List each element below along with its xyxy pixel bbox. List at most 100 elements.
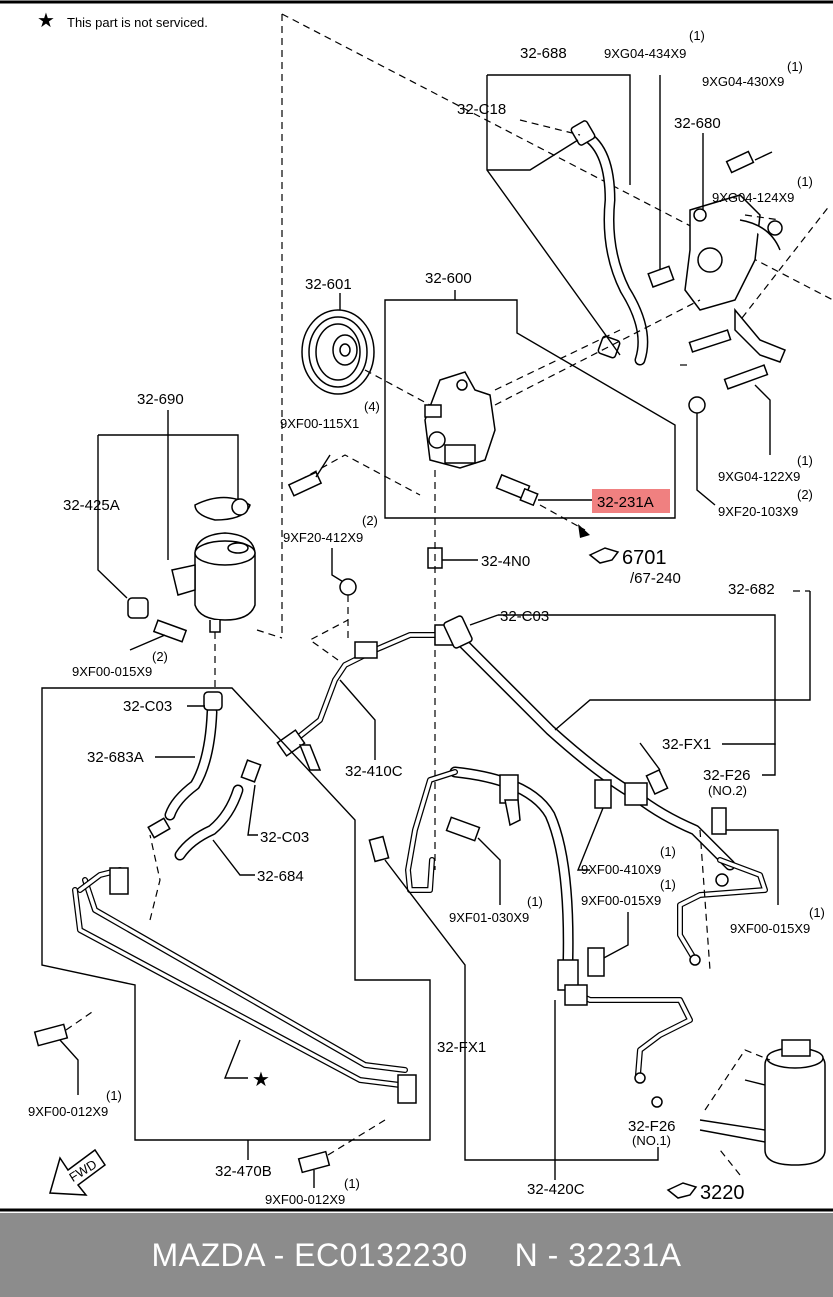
dashed-gear [704, 1049, 771, 1111]
qty-9xf01-030x9: (1) [527, 894, 543, 909]
label-32-fx1-b: 32-FX1 [437, 1039, 486, 1056]
label-32-420c: 32-420C [527, 1181, 585, 1198]
qty-9xf20-412x9: (2) [362, 513, 378, 528]
star-symbol: ★ [37, 10, 55, 32]
note-text: This part is not serviced. [67, 15, 208, 30]
dashed-pulley-pump [364, 369, 431, 406]
leader-9xf00-015x9-a [129, 634, 166, 651]
hose-32-683a [147, 691, 223, 839]
label-9xg04-124x9: 9XG04-124X9 [712, 190, 794, 205]
qty-9xf00-015x9-b: (1) [660, 877, 676, 892]
not-serviced-note: ★ This part is not serviced. [37, 10, 208, 32]
bolt-9xg04-430x9 [725, 150, 755, 174]
label-32-601: 32-601 [305, 276, 352, 293]
label-9xf01-030x9: 9XF01-030X9 [449, 910, 529, 925]
bolt-9xf00-012x9-b [297, 1150, 331, 1174]
bolt-9xf00-012x9-a [33, 1023, 69, 1047]
hose-32-684 [174, 759, 262, 861]
leader-32-682 [554, 591, 811, 731]
dashed-cooler [149, 834, 161, 921]
label-32-425a: 32-425A [63, 497, 120, 514]
label-no1: (NO.1) [632, 1133, 671, 1148]
label-9xf00-015x9-c: 9XF00-015X9 [730, 921, 810, 936]
leader-32-c18 [519, 119, 581, 136]
stud-9xg04-122x9 [723, 364, 769, 390]
qty-9xf20-103x9: (2) [797, 487, 813, 502]
qty-9xg04-434x9: (1) [689, 28, 705, 43]
label-32-470b: 32-470B [215, 1163, 272, 1180]
dashed-bolt-012a [65, 1009, 96, 1031]
dashed-ref-3220 [719, 1149, 741, 1176]
bolt-9xg04-434x9 [647, 265, 675, 288]
part-number-text: MAZDA - EC0132230 N - 32231A [151, 1237, 682, 1273]
qty-9xf00-115x1: (4) [364, 399, 380, 414]
bolt-9xf00-115x1 [287, 471, 323, 497]
leader-32-c03-a-b [469, 614, 499, 626]
leader-32-410c [339, 679, 376, 760]
steering-gear-3220 [699, 1039, 826, 1166]
label-9xf20-103x9: 9XF20-103X9 [718, 504, 798, 519]
bolt-9xf00-410x9 [594, 779, 612, 809]
bolt-9xf00-015x9-b [587, 947, 605, 977]
leader-32-fx1-a [639, 742, 661, 771]
label-9xf00-410x9: 9XF00-410X9 [581, 862, 661, 877]
leader-9xf00-115x1 [315, 454, 331, 478]
qty-9xf00-012x9-b: (1) [344, 1176, 360, 1191]
part-number-footer: MAZDA - EC0132230 N - 32231A [0, 1213, 833, 1297]
dashed-bolt-115 [299, 454, 421, 496]
label-32-680: 32-680 [674, 115, 721, 132]
dashed-bolt-012b [327, 1119, 386, 1156]
qty-9xf00-015x9-c: (1) [809, 905, 825, 920]
dashed-pump-bracket [494, 299, 701, 406]
qty-9xf00-410x9: (1) [660, 844, 676, 859]
leader-9xf01-030x9 [477, 837, 501, 905]
label-9xg04-430x9: 9XG04-430X9 [702, 74, 784, 89]
leader-32-c03-a [498, 614, 776, 745]
reservoir-32-690 [171, 496, 256, 633]
pressure-line-32-420c [405, 766, 693, 1108]
ref-67-240: /67-240 [630, 570, 681, 587]
insulator-32-425a [127, 597, 149, 619]
label-9xf00-012x9-b: 9XF00-012X9 [265, 1192, 345, 1207]
label-9xf00-015x9-a: 9XF00-015X9 [72, 664, 152, 679]
pump-group-box [384, 299, 676, 519]
label-32-684: 32-684 [257, 868, 304, 885]
label-32-fx1-a: 32-FX1 [662, 736, 711, 753]
forward-arrow-icon: FWD [49, 1148, 107, 1196]
label-32-f26-b: 32-F26 [628, 1118, 676, 1135]
ref-6701: 6701 [622, 547, 667, 569]
qty-9xg04-122x9: (1) [797, 453, 813, 468]
label-9xg04-122x9: 9XG04-122X9 [718, 469, 800, 484]
label-32-231a: 32-231A [597, 494, 654, 511]
fitting-32-fx1-a [645, 768, 669, 796]
nut-9xf20-412x9 [339, 578, 357, 596]
leader-32-688-left [486, 75, 621, 356]
label-9xf00-115x1: 9XF00-115X1 [280, 416, 359, 431]
highlight-32-231a [592, 489, 670, 513]
leader-32-fx1-b [384, 859, 659, 1161]
label-32-4n0: 32-4N0 [481, 553, 530, 570]
label-32-c03-b: 32-C03 [123, 698, 172, 715]
qty-9xf00-015x9-a: (2) [152, 649, 168, 664]
bolt-9xf00-015x9-c [711, 807, 727, 835]
leader-32-425a-a [97, 435, 128, 599]
stud-9xg04-122x9-a [688, 329, 732, 353]
sensor-32-231a [495, 473, 539, 507]
leader-32-690-a [98, 434, 239, 500]
label-no2: (NO.2) [708, 783, 747, 798]
hose-32-682 [443, 615, 736, 871]
dashed-guide-res [256, 629, 283, 639]
star-marker: ★ [252, 1069, 270, 1091]
power-steering-parts-diagram: ★ This part is not serviced. 32-688 32-C… [0, 0, 833, 1212]
leader-9xf00-015x9-b [599, 912, 629, 961]
dashed-410c [308, 619, 349, 661]
label-9xf00-012x9-a: 9XF00-012X9 [28, 1104, 108, 1119]
leader-9xf20-103x9 [696, 413, 716, 506]
qty-9xf00-012x9-a: (1) [106, 1088, 122, 1103]
pump-32-600 [424, 371, 496, 469]
leader-32-684 [212, 839, 255, 876]
ref-3220: 3220 [700, 1182, 745, 1204]
label-32-c03-c: 32-C03 [260, 829, 309, 846]
label-32-682: 32-682 [728, 581, 775, 598]
qty-9xg04-430x9: (1) [787, 59, 803, 74]
